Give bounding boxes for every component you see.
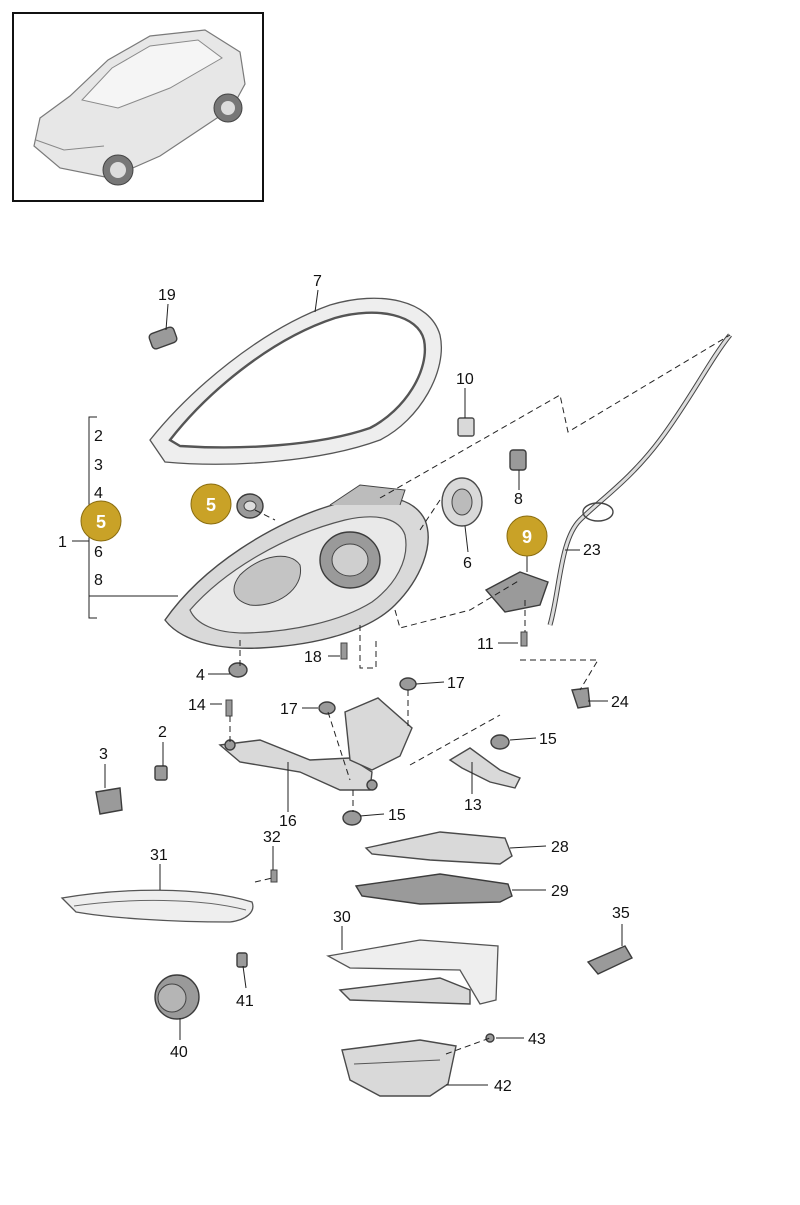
label-30: 30 [333, 909, 351, 926]
bulb-cover-5 [236, 493, 264, 519]
nuts-15 [342, 734, 510, 826]
label-42: 42 [494, 1078, 512, 1095]
trim-28 [364, 831, 513, 865]
group-item-3: 3 [94, 457, 103, 474]
highlight-5-part-label: 5 [206, 495, 216, 515]
part-labels: 1 2 3 4 6 8 19 7 10 8 6 23 11 24 4 18 17… [58, 273, 630, 1095]
reflector-35 [586, 945, 633, 975]
label-18: 18 [304, 649, 322, 666]
label-17-right: 17 [447, 675, 465, 692]
cover-30 [326, 939, 499, 1005]
label-6: 6 [463, 555, 472, 572]
fog-light-40 [154, 974, 200, 1020]
bulb-2 [154, 765, 168, 781]
label-23: 23 [583, 542, 601, 559]
headlight-assembly [164, 484, 429, 649]
label-3: 3 [99, 746, 108, 763]
highlight-5-group[interactable]: 5 [80, 500, 122, 542]
highlight-callouts[interactable]: 5 5 9 [80, 483, 548, 557]
label-16: 16 [279, 813, 297, 830]
group-item-2: 2 [94, 428, 103, 445]
label-32: 32 [263, 829, 281, 846]
connector-24 [571, 687, 591, 709]
screw-11 [520, 631, 528, 647]
bulb-3 [95, 787, 123, 815]
label-11: 11 [477, 636, 494, 653]
label-29: 29 [551, 883, 569, 900]
fog-lamp-31 [60, 889, 254, 923]
screw-43 [485, 1033, 495, 1043]
wiring-harness [547, 333, 732, 626]
label-43: 43 [528, 1031, 546, 1048]
label-24: 24 [611, 694, 629, 711]
bulb-41 [236, 952, 248, 968]
label-15-right: 15 [539, 731, 557, 748]
label-19: 19 [158, 287, 176, 304]
bulb-8 [509, 449, 527, 471]
label-13: 13 [464, 797, 482, 814]
group-item-6: 6 [94, 544, 103, 561]
trim-29 [354, 873, 513, 905]
label-17-left: 17 [280, 701, 298, 718]
highlight-9-label: 9 [522, 527, 532, 547]
label-4: 4 [196, 667, 205, 684]
screw-32 [270, 869, 278, 883]
group-item-4: 4 [94, 485, 103, 502]
fasteners [225, 642, 417, 717]
label-14: 14 [188, 697, 206, 714]
label-35: 35 [612, 905, 630, 922]
label-10: 10 [456, 371, 474, 388]
highlight-9[interactable]: 9 [506, 515, 548, 557]
bulb-19 [148, 326, 178, 350]
label-8: 8 [514, 491, 523, 508]
bulb-cover-6 [441, 477, 483, 527]
lamp-housing-42 [341, 1039, 457, 1097]
highlight-5-part[interactable]: 5 [190, 483, 232, 525]
group-label-1: 1 [58, 534, 67, 551]
bracket-16 [218, 697, 413, 791]
label-7: 7 [313, 273, 322, 290]
dashed-connectors [229, 334, 731, 1055]
label-31: 31 [150, 847, 168, 864]
group-item-8: 8 [94, 572, 103, 589]
vehicle-thumbnail [12, 12, 264, 202]
label-28: 28 [551, 839, 569, 856]
bracket-13 [448, 747, 521, 789]
headlight-seal [149, 297, 442, 465]
label-41: 41 [236, 993, 254, 1010]
label-40: 40 [170, 1044, 188, 1061]
label-15-bottom: 15 [388, 807, 406, 824]
control-unit-9 [484, 571, 549, 613]
highlight-5-group-label: 5 [96, 512, 106, 532]
label-2: 2 [158, 724, 167, 741]
clip-10 [457, 417, 475, 437]
